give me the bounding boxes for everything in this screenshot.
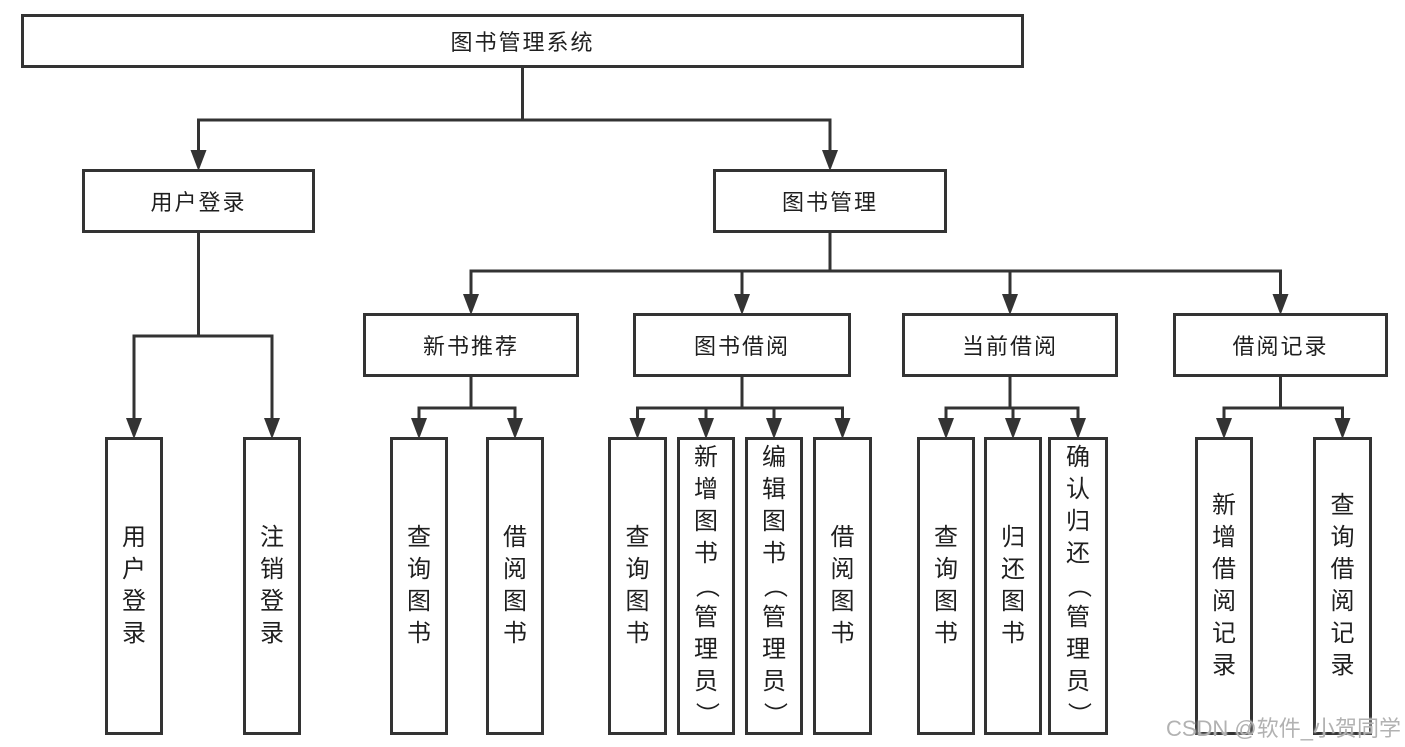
node-label: 借阅图书 [830,524,855,647]
node-label: 图书借阅 [693,334,790,359]
node-label: 确认归还（管理员） [1065,444,1092,726]
diagram-node-bb-borrow: 借阅图书 [813,437,872,735]
node-label: 查询图书 [407,524,431,647]
diagram-node-cb-return: 归还图书 [984,437,1042,735]
diagram-node-br-query: 查询借阅记录 [1313,437,1372,735]
diagram-node-root: 图书管理系统 [21,14,1024,68]
node-label: 当前借阅 [961,334,1058,359]
diagram-node-cb-query: 查询图书 [917,437,975,735]
node-label: 新书推荐 [422,334,519,359]
node-label: 图书管理 [781,190,878,215]
node-label: 图书管理系统 [450,30,595,55]
node-label: 用户登录 [150,190,247,215]
diagram-node-login: 用户登录 [105,437,163,735]
node-label: 用户登录 [122,524,146,647]
diagram-node-rec-borrow: 借阅图书 [486,437,544,735]
node-label: 查询借阅记录 [1330,492,1355,679]
node-label: 归还图书 [1001,524,1025,647]
node-label: 查询图书 [625,524,650,647]
diagram-node-cb-confirm: 确认归还（管理员） [1048,437,1108,735]
diagram-node-user-login: 用户登录 [82,169,315,233]
diagram-node-br-add: 新增借阅记录 [1195,437,1253,735]
diagram-node-bb-query: 查询图书 [608,437,667,735]
node-label: 编辑图书（管理员） [761,444,788,726]
node-label: 注销登录 [260,524,284,647]
node-label: 借阅记录 [1232,334,1329,359]
node-label: 查询图书 [934,524,958,647]
diagram-node-rec-query: 查询图书 [390,437,448,735]
diagram-node-book-borrow: 图书借阅 [633,313,851,377]
diagram-node-bb-edit: 编辑图书（管理员） [745,437,803,735]
diagram-node-book-mgmt: 图书管理 [713,169,947,233]
diagram-node-bb-add: 新增图书（管理员） [677,437,735,735]
diagram-node-current-borrow: 当前借阅 [902,313,1118,377]
diagram-node-borrow-record: 借阅记录 [1173,313,1388,377]
node-label: 新增借阅记录 [1212,492,1236,679]
node-label: 新增图书（管理员） [693,444,720,726]
diagram-node-logout: 注销登录 [243,437,301,735]
watermark: CSDN @软件_小贺同学 [1165,716,1401,741]
node-label: 借阅图书 [503,524,527,647]
diagram-node-new-book-rec: 新书推荐 [363,313,579,377]
